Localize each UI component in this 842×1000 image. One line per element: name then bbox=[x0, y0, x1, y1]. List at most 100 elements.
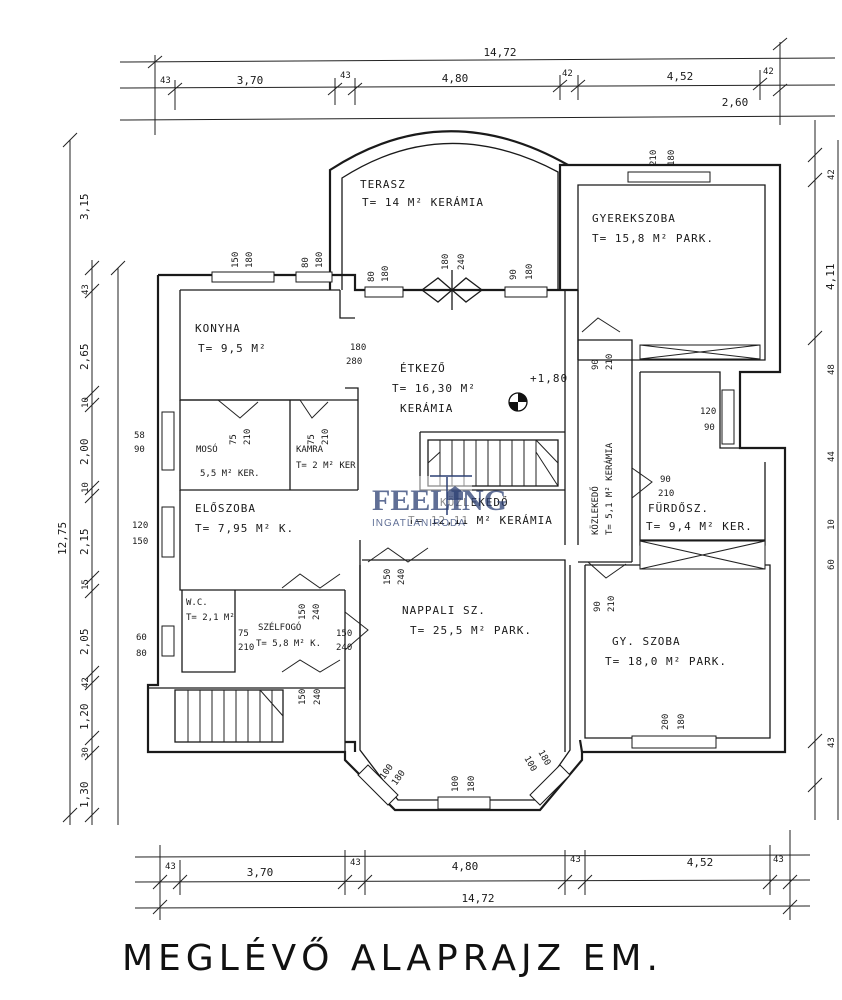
window-etkezo-1 bbox=[364, 286, 404, 298]
window-etkezo-2 bbox=[504, 286, 548, 298]
dim-bottom-wall-3: 43 bbox=[570, 855, 581, 865]
opening-21b: 210 bbox=[607, 596, 617, 612]
bottom-dimension-chain: 43 43 43 43 3,70 4,80 4,52 14,72 bbox=[134, 830, 811, 920]
window-gyerekszoba bbox=[627, 171, 711, 183]
window-wc bbox=[161, 625, 175, 657]
opening-7a: 180 bbox=[350, 343, 366, 353]
dim-top-extra: 2,60 bbox=[722, 96, 749, 109]
right-dimension-chain: 42 4,11 48 44 10 60 43 bbox=[807, 120, 839, 820]
opening-4b: 240 bbox=[457, 254, 467, 270]
opening-16a: 150 bbox=[383, 569, 393, 585]
opening-14a: 120 bbox=[700, 407, 716, 417]
opening-7b: 280 bbox=[346, 357, 362, 367]
dim-top-total: 14,72 bbox=[483, 46, 516, 59]
dim-right-44: 44 bbox=[827, 451, 837, 462]
opening-11b: 150 bbox=[132, 537, 148, 547]
opening-10a: 58 bbox=[134, 431, 145, 441]
dim-top-wall-1: 43 bbox=[160, 76, 171, 86]
dim-left-200: 2,00 bbox=[78, 439, 91, 466]
dim-right-42: 42 bbox=[827, 169, 837, 180]
room-terasz-name: TERASZ bbox=[360, 178, 406, 191]
room-mosdo-name: MOSÓ bbox=[196, 443, 218, 455]
opening-16b: 240 bbox=[397, 569, 407, 585]
room-gyerek-name: GYEREKSZOBA bbox=[592, 212, 676, 225]
dim-left-120: 1,20 bbox=[78, 704, 91, 731]
dim-top-2: 4,80 bbox=[442, 72, 469, 85]
opening-1b: 180 bbox=[245, 252, 255, 268]
opening-5a: 90 bbox=[509, 269, 519, 280]
dim-bottom-wall-1: 43 bbox=[165, 862, 176, 872]
opening-12a: 60 bbox=[136, 633, 147, 643]
dim-left-10a: 10 bbox=[81, 397, 91, 408]
room-nappali-area: T= 25,5 M² PARK. bbox=[410, 624, 532, 637]
opening-8a: 75 bbox=[229, 434, 239, 445]
opening-10b: 90 bbox=[134, 445, 145, 455]
room-eloszoba-name: ELŐSZOBA bbox=[195, 501, 256, 515]
opening-19b: 240 bbox=[336, 643, 352, 653]
level-marker: +1,80 bbox=[508, 372, 567, 412]
window-nappali-sw bbox=[357, 764, 399, 806]
window-nappali-s bbox=[437, 796, 491, 810]
opening-18b: 210 bbox=[238, 643, 254, 653]
room-kamra-area: T= 2 M² KER bbox=[296, 461, 356, 471]
opening-19a: 150 bbox=[336, 629, 352, 639]
room-furdo-area: T= 9,4 M² KER. bbox=[646, 520, 753, 533]
dim-left-total: 12,75 bbox=[56, 522, 69, 555]
room-gyszoba-name: GY. SZOBA bbox=[612, 635, 681, 648]
dim-left-265: 2,65 bbox=[78, 344, 91, 371]
window-mosokonyha bbox=[161, 411, 175, 471]
window-eloszoba bbox=[161, 506, 175, 558]
room-etkezo-name: ÉTKEZŐ bbox=[400, 361, 446, 375]
opening-14b: 90 bbox=[704, 423, 715, 433]
opening-23b: 180 bbox=[467, 776, 477, 792]
opening-11a: 120 bbox=[132, 521, 148, 531]
room-wc-area: T= 2,1 M² bbox=[186, 613, 235, 623]
walls bbox=[146, 130, 787, 812]
room-konyha-area: T= 9,5 M² bbox=[198, 342, 267, 355]
room-mosdo-area: 5,5 M² KER. bbox=[200, 469, 260, 479]
window-gyszoba bbox=[631, 735, 717, 749]
room-terasz-area: T= 14 M² KERÁMIA bbox=[362, 196, 484, 209]
dim-right-43: 43 bbox=[827, 737, 837, 748]
opening-6b: 180 bbox=[667, 150, 677, 166]
window-furdo bbox=[721, 389, 735, 445]
dim-top-wall-3: 42 bbox=[562, 69, 573, 79]
windows bbox=[161, 171, 766, 810]
room-gyerek-area: T= 15,8 M² PARK. bbox=[592, 232, 714, 245]
dim-bottom-total: 14,72 bbox=[461, 892, 494, 905]
opening-15b: 210 bbox=[658, 489, 674, 499]
room-szelfogo-name: SZÉLFOGÓ bbox=[258, 621, 301, 633]
opening-25b: 180 bbox=[535, 749, 552, 768]
dim-left-43: 43 bbox=[81, 284, 91, 295]
dim-top-wall-4: 42 bbox=[763, 67, 774, 77]
opening-25a: 100 bbox=[521, 755, 538, 774]
plan-title: MEGLÉVŐ ALAPRAJZ EM. bbox=[122, 937, 663, 979]
opening-15a: 90 bbox=[660, 475, 671, 485]
window-konyha bbox=[211, 271, 275, 283]
dim-bottom-wall-4: 43 bbox=[773, 855, 784, 865]
room-etkezo-floor: KERÁMIA bbox=[400, 402, 453, 415]
opening-9a: 75 bbox=[307, 434, 317, 445]
window-konyha-2 bbox=[295, 271, 333, 283]
opening-12b: 80 bbox=[136, 649, 147, 659]
opening-3a: 80 bbox=[367, 271, 377, 282]
room-furdo-name: FÜRDŐSZ. bbox=[648, 501, 709, 515]
opening-8b: 210 bbox=[243, 429, 253, 445]
opening-13a: 90 bbox=[591, 359, 601, 370]
room-kozlek-area: T= 5,1 M² KERÁMIA bbox=[603, 442, 615, 535]
opening-22b: 180 bbox=[677, 714, 687, 730]
dim-bottom-wall-2: 43 bbox=[350, 858, 361, 868]
opening-1a: 150 bbox=[231, 252, 241, 268]
house-icon bbox=[447, 486, 463, 500]
dim-left-130: 1,30 bbox=[78, 782, 91, 809]
opening-5b: 180 bbox=[525, 264, 535, 280]
opening-17a: 150 bbox=[298, 604, 308, 620]
room-kamra-name: KAMRA bbox=[296, 445, 324, 455]
opening-22a: 200 bbox=[661, 714, 671, 730]
dim-bottom-1: 3,70 bbox=[247, 866, 274, 879]
opening-4a: 180 bbox=[441, 254, 451, 270]
window-nappali-se bbox=[529, 764, 571, 806]
opening-20b: 240 bbox=[313, 689, 323, 705]
